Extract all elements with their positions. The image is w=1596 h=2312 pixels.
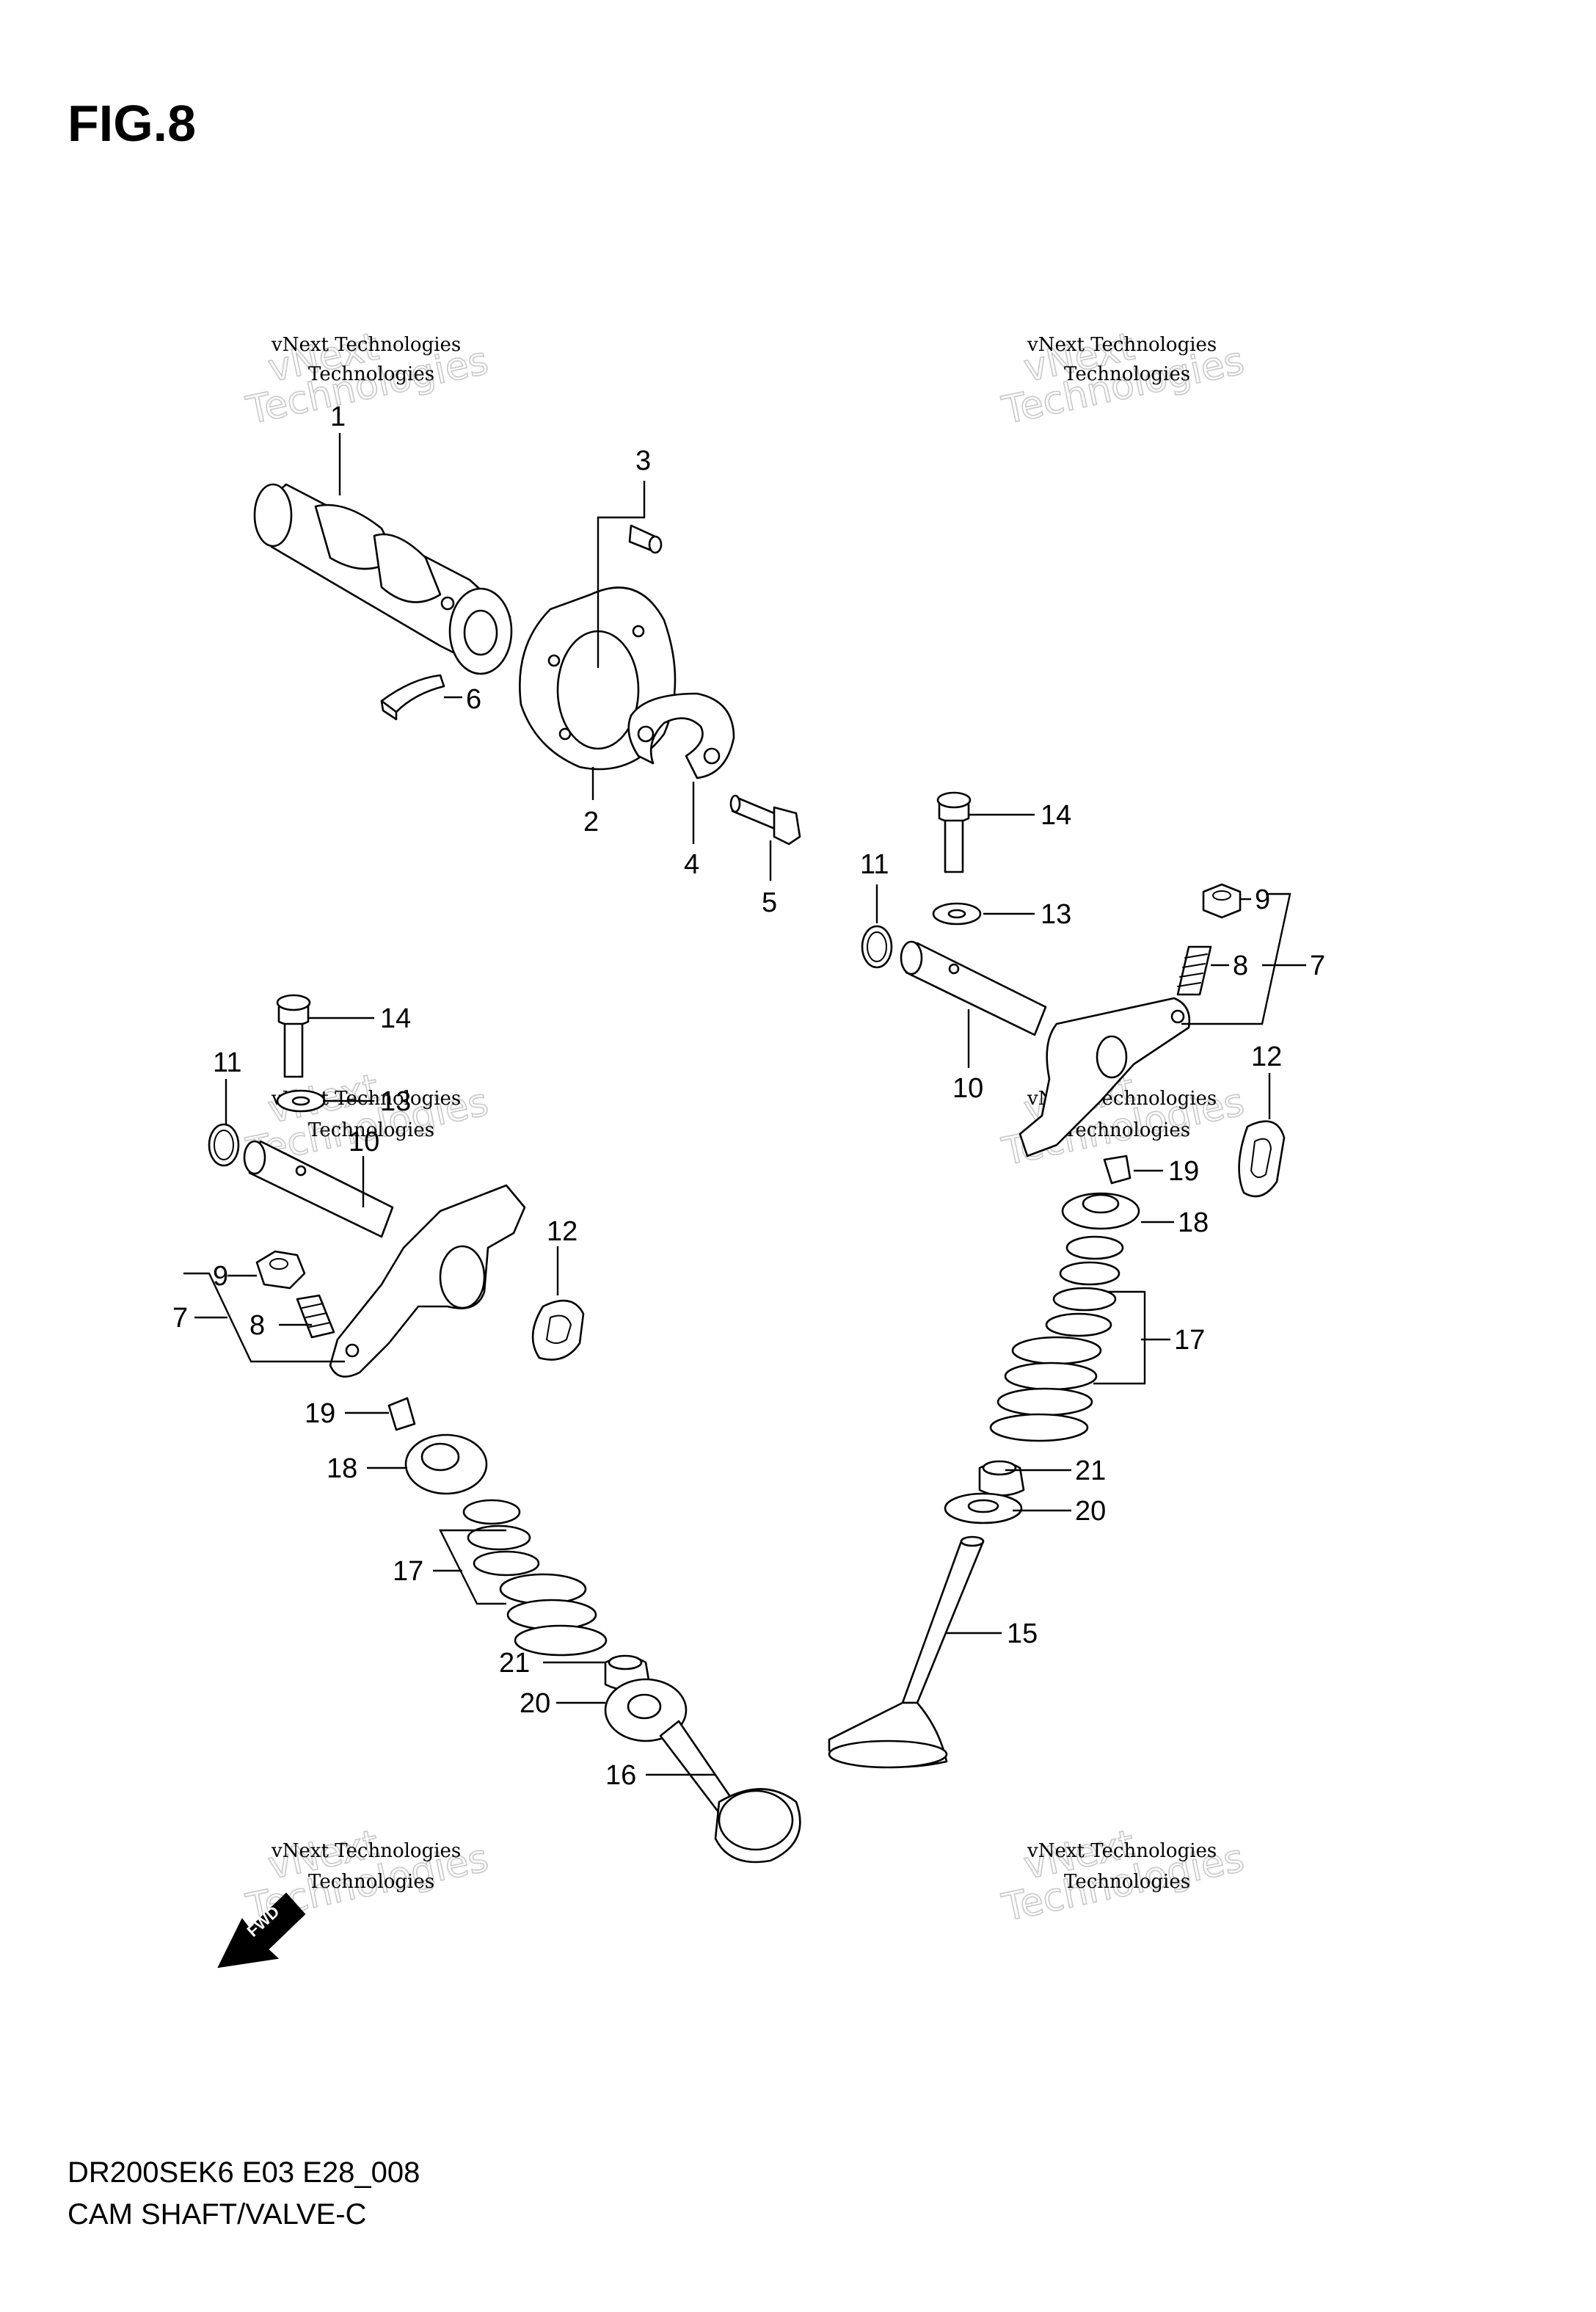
watermark-text-2: Technologies <box>308 363 434 385</box>
callout-1: 1 <box>330 401 346 432</box>
gasket-right <box>1238 1120 1286 1198</box>
valve-spring-left <box>462 1499 608 1657</box>
adjuster-screw-right <box>1176 945 1212 996</box>
callout-right-21: 21 <box>1075 1455 1106 1486</box>
callout-5: 5 <box>762 887 777 918</box>
rocker-shaft-left <box>243 1140 394 1238</box>
callout-left-16: 16 <box>605 1760 636 1791</box>
figure-title: FIG.8 <box>68 95 197 152</box>
callout-6: 6 <box>466 684 481 715</box>
nut-right <box>1202 883 1242 919</box>
callout-right-17: 17 <box>1174 1325 1205 1356</box>
callout-left-19: 19 <box>305 1398 335 1429</box>
callout-right-14: 14 <box>1041 800 1071 831</box>
bolt-right <box>936 791 972 873</box>
callout-right-8: 8 <box>1233 950 1248 981</box>
callout-left-13: 13 <box>380 1086 411 1117</box>
callout-right-10: 10 <box>952 1073 983 1104</box>
watermark-text-2: Technologies <box>308 1871 434 1893</box>
spring-seat-right <box>944 1492 1023 1524</box>
watermark: vNext Technologies <box>998 1822 1249 1931</box>
callout-left-17: 17 <box>393 1556 423 1587</box>
o-ring-left <box>208 1123 240 1167</box>
valve-cotter-right <box>1103 1155 1132 1185</box>
callout-right-12: 12 <box>1251 1042 1282 1072</box>
cam-bracket <box>627 692 735 779</box>
callout-labels: 1 3 6 2 4 5 11 14 13 9 8 7 10 12 19 18 1… <box>172 401 1325 1791</box>
watermark-text-2: Technologies <box>1064 363 1190 385</box>
rocker-shaft-right <box>900 940 1047 1036</box>
exhaust-valve <box>828 1535 985 1769</box>
watermark-text: vNext Technologies <box>1027 334 1217 356</box>
callout-left-11: 11 <box>213 1047 241 1078</box>
callout-right-13: 13 <box>1041 899 1071 930</box>
callout-3: 3 <box>635 446 651 476</box>
callout-right-9: 9 <box>1255 884 1270 915</box>
valve-stem-seal-right <box>978 1460 1025 1497</box>
spring-retainer-right <box>1061 1192 1140 1230</box>
intake-valve <box>659 1720 801 1864</box>
watermark-text-2: Technologies <box>308 1119 434 1141</box>
spring-seat-left <box>604 1678 688 1742</box>
adjuster-screw-left <box>296 1294 335 1339</box>
washer-right <box>932 902 982 926</box>
callout-left-7: 7 <box>172 1303 188 1334</box>
watermark-text: vNext Technologies <box>271 1840 461 1862</box>
callout-left-9: 9 <box>213 1261 228 1292</box>
callout-left-20: 20 <box>520 1688 550 1719</box>
watermark-text-2: Technologies <box>1064 1871 1190 1893</box>
bolt <box>729 794 801 846</box>
valve-cotter-left <box>387 1397 416 1431</box>
rocker-arm-left <box>329 1184 526 1378</box>
callout-right-19: 19 <box>1168 1156 1199 1187</box>
callout-right-11: 11 <box>860 849 889 880</box>
retainer-clip <box>380 674 445 721</box>
nut-left <box>255 1250 306 1290</box>
gasket-left <box>531 1299 585 1361</box>
callout-left-12: 12 <box>547 1216 577 1247</box>
callout-right-7: 7 <box>1310 950 1325 981</box>
watermark-text-2: Technologies <box>1064 1119 1190 1141</box>
callout-right-20: 20 <box>1075 1496 1106 1527</box>
valve-spring-right <box>989 1235 1124 1442</box>
callout-left-21: 21 <box>499 1648 530 1679</box>
bolt-left <box>276 994 311 1078</box>
watermark-text: vNext Technologies <box>271 334 461 356</box>
model-code: DR200SEK6 E03 E28_008 <box>68 2156 420 2189</box>
camshaft <box>253 483 513 675</box>
callout-left-8: 8 <box>249 1310 265 1341</box>
leader-lines <box>183 433 1306 1776</box>
callout-left-14: 14 <box>380 1003 411 1034</box>
callout-right-15: 15 <box>1007 1618 1038 1649</box>
callout-4: 4 <box>684 849 699 880</box>
callout-left-18: 18 <box>327 1453 357 1484</box>
spring-retainer-left <box>404 1433 488 1495</box>
callout-2: 2 <box>583 807 599 837</box>
washer-left <box>276 1089 326 1113</box>
dowel-pin <box>628 524 663 554</box>
rocker-arm-right <box>1019 997 1191 1157</box>
o-ring-right <box>861 925 893 969</box>
assembly-name: CAM SHAFT/VALVE-C <box>68 2198 367 2231</box>
callout-right-18: 18 <box>1178 1207 1209 1238</box>
callout-left-10: 10 <box>349 1127 379 1157</box>
watermark-text: vNext Technologies <box>1027 1840 1217 1862</box>
